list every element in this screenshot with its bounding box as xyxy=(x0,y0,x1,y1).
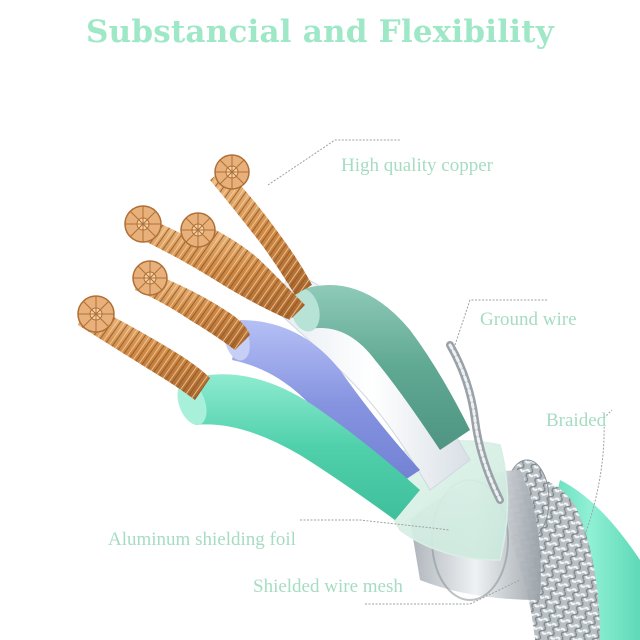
label-shielded-wire-mesh: Shielded wire mesh xyxy=(253,576,403,597)
leader-foil xyxy=(300,519,451,531)
copper-strand-5 xyxy=(77,295,210,400)
copper-strand-2 xyxy=(124,205,295,320)
leader-mesh xyxy=(365,579,521,605)
page-title: Substancial and Flexibility xyxy=(86,14,554,50)
label-braided: Braided xyxy=(546,410,607,431)
copper-strand-3 xyxy=(180,212,305,318)
teal-wire xyxy=(300,285,470,450)
copper-strand-1 xyxy=(210,154,312,295)
leader-ground xyxy=(454,299,548,346)
ground-wire-highlight xyxy=(448,343,502,502)
blue-wire xyxy=(232,320,420,490)
copper-strand-4 xyxy=(132,260,250,350)
leader-braided xyxy=(584,409,613,536)
label-aluminum-shielding-foil: Aluminum shielding foil xyxy=(108,529,296,550)
label-high-quality-copper: High quality copper xyxy=(341,155,493,176)
copper-conductors xyxy=(77,154,312,400)
leader-copper xyxy=(267,139,400,186)
green-wire xyxy=(185,374,420,520)
label-ground-wire: Ground wire xyxy=(480,309,577,330)
